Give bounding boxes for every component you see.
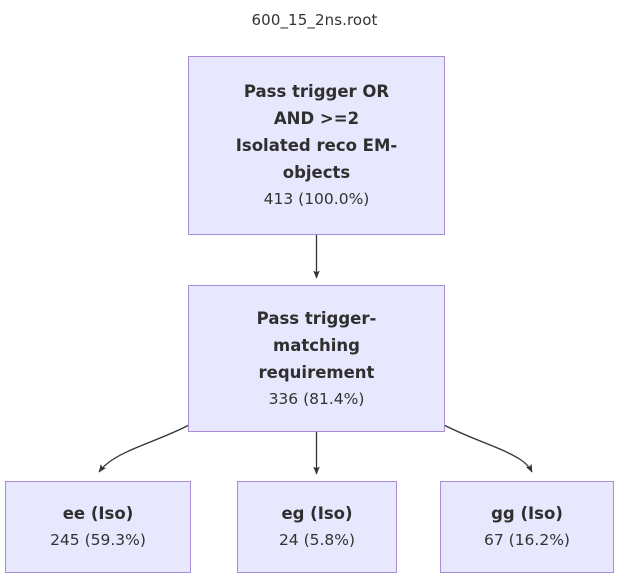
node-stat: 67 (16.2%) [484,531,570,549]
node-label: gg (Iso) [491,504,563,523]
edge-match-to-gg [443,424,533,473]
node-pass-trigger-matching[interactable]: Pass trigger- matching requirement 336 (… [188,285,445,432]
node-label: Pass trigger- matching requirement [256,308,377,382]
node-stat: 413 (100.0%) [263,190,370,208]
node-label: Pass trigger OR AND >=2 Isolated reco EM… [235,82,398,182]
edge-match-to-ee [98,424,190,473]
node-label: eg (Iso) [281,504,353,523]
node-label: ee (Iso) [62,504,134,523]
node-stat: 24 (5.8%) [278,531,356,549]
node-stat: 336 (81.4%) [268,389,365,408]
node-ee-iso[interactable]: ee (Iso) 245 (59.3%) [5,481,191,573]
node-gg-iso[interactable]: gg (Iso) 67 (16.2%) [440,481,614,573]
node-eg-iso[interactable]: eg (Iso) 24 (5.8%) [237,481,397,573]
node-stat: 245 (59.3%) [50,531,146,549]
page-title: 600_15_2ns.root [251,11,378,29]
node-pass-trigger-or[interactable]: Pass trigger OR AND >=2 Isolated reco EM… [188,56,445,235]
